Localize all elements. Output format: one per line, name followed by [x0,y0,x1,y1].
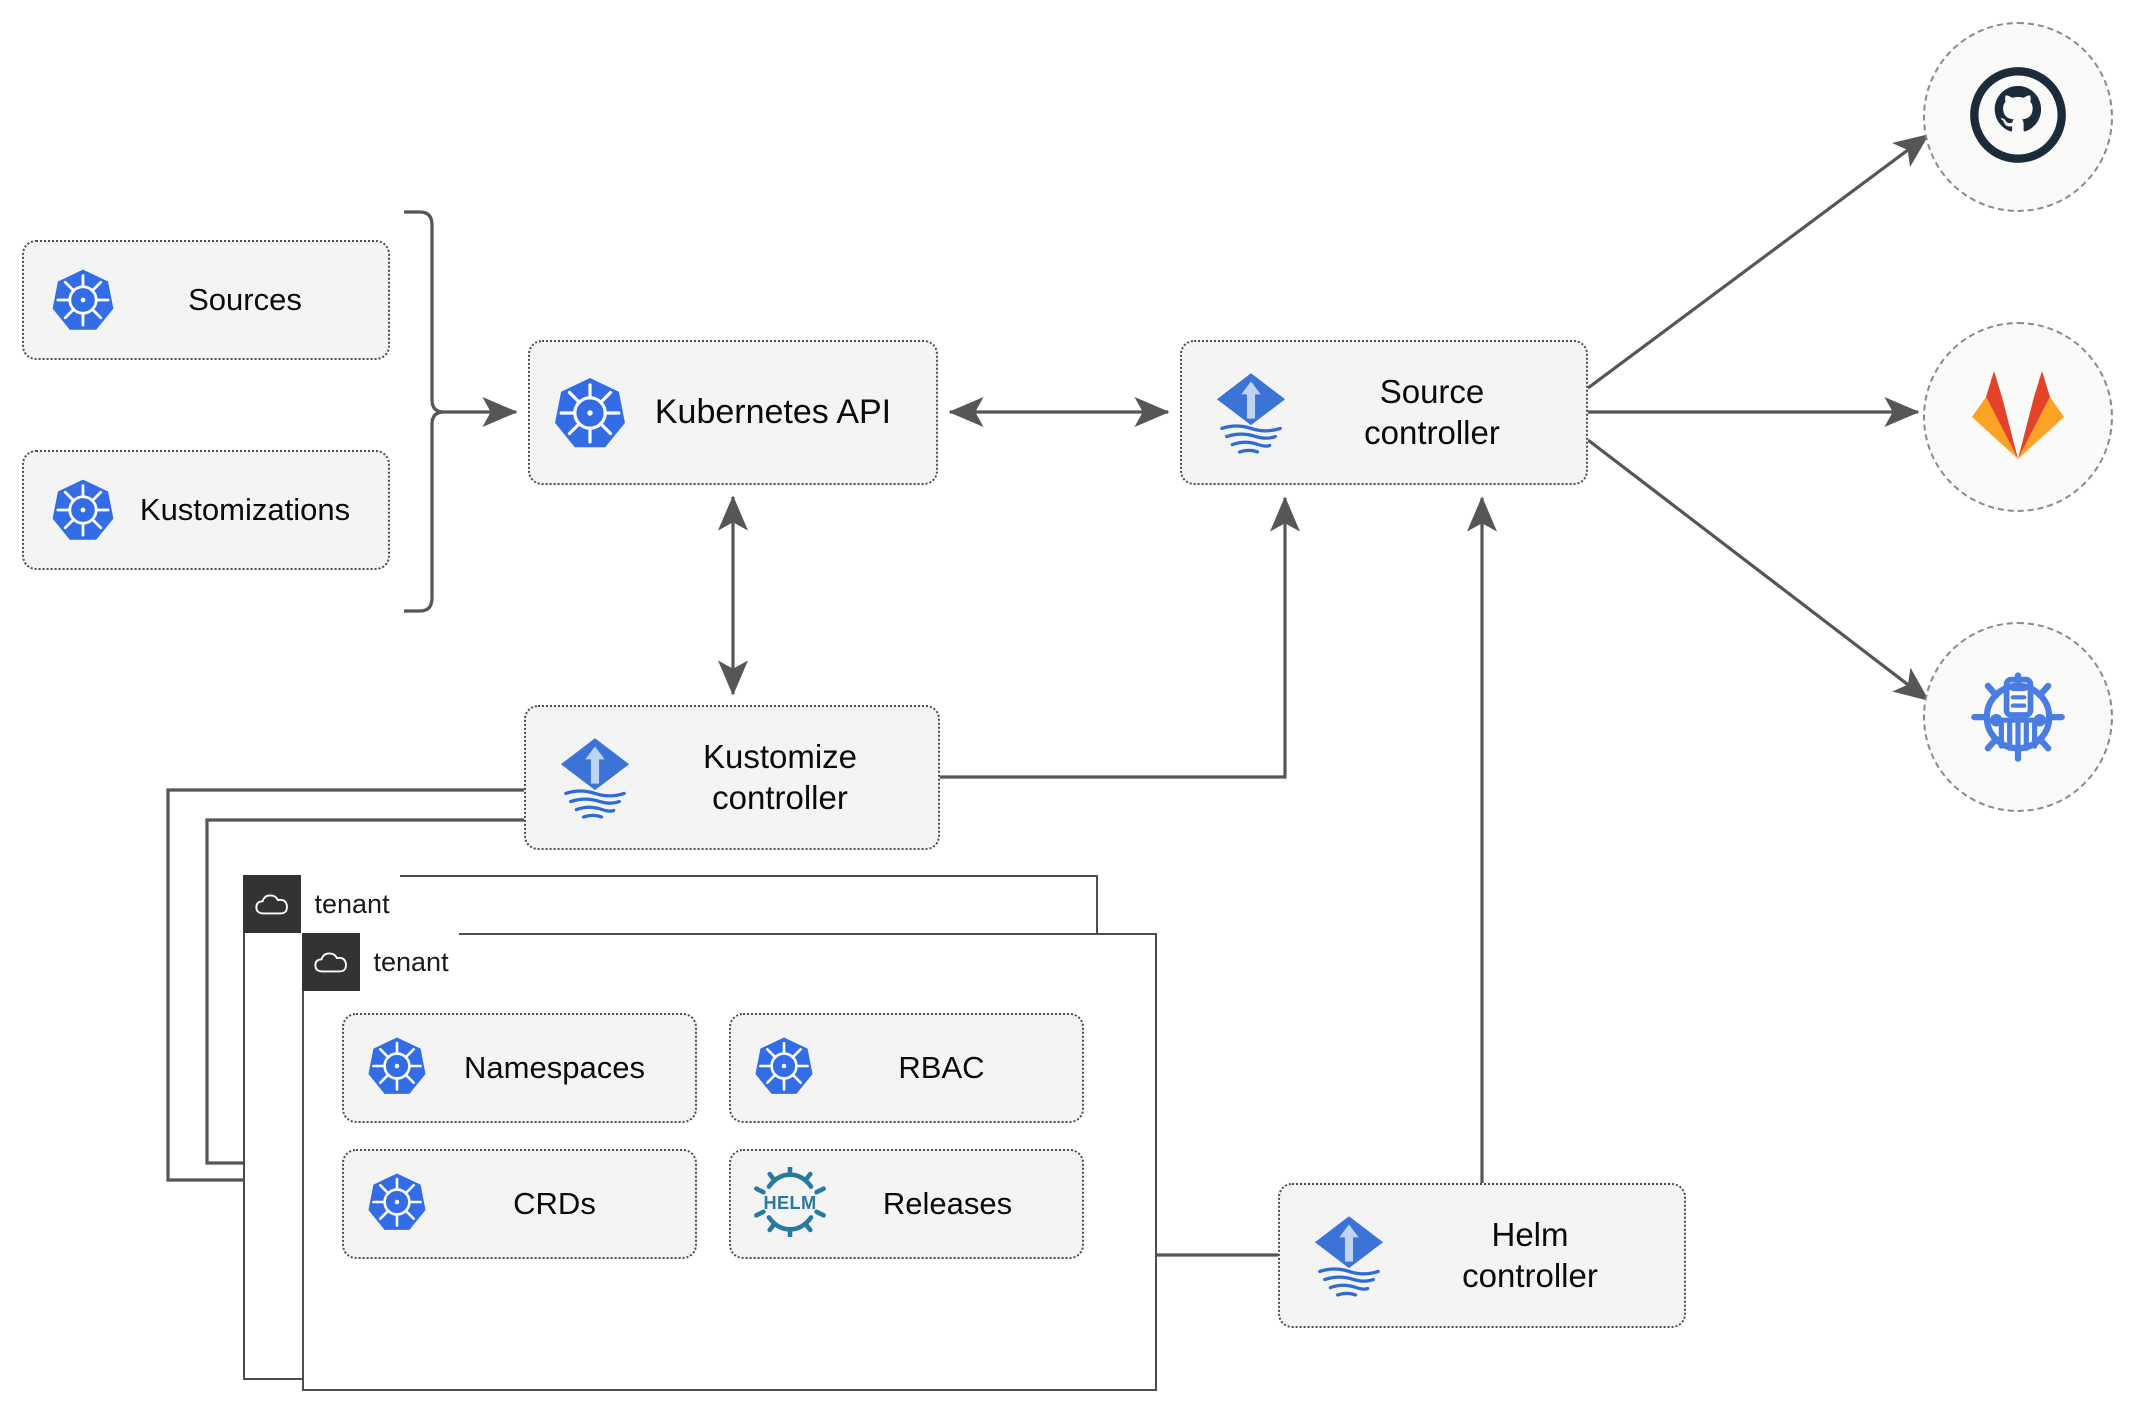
tenant-header: tenant [301,932,459,991]
wire-srcctl-github [1587,133,1930,390]
kubernetes-icon [50,477,116,543]
resource-label: CRDs [513,1186,596,1221]
tenant-label: tenant [300,874,400,933]
kubernetes-icon [366,1171,428,1238]
node-label: Kustomize controller [702,738,858,816]
resource-tile-releases[interactable]: HELM Releases [729,1149,1084,1259]
node-kustomize-controller[interactable]: Kustomize controller [524,705,940,850]
external-github[interactable] [1923,22,2113,212]
cloud-icon [301,932,360,991]
resource-label: Releases [882,1186,1013,1221]
kubernetes-icon [366,1035,428,1102]
flux-icon [554,735,636,821]
tenant-resource-grid: Namespaces [342,1013,1084,1259]
flux-icon [1210,370,1292,456]
kubernetes-icon [753,1035,815,1102]
kubernetes-icon [552,375,628,451]
node-label: Source controller [1364,373,1500,451]
node-label: Kustomizations [139,492,351,528]
wire-srcctl-harbor [1587,438,1930,702]
node-label: Kubernetes API [654,392,892,431]
helm-icon: HELM [753,1164,827,1242]
kubernetes-icon [50,267,116,333]
flux-icon [1308,1213,1390,1299]
resource-label: Namespaces [464,1050,645,1085]
svg-text:HELM: HELM [764,1193,817,1213]
github-icon [1966,63,2070,172]
node-kubernetes-api[interactable]: Kubernetes API [528,340,938,485]
node-helm-controller[interactable]: Helm controller [1278,1183,1686,1328]
tenant-frame-front[interactable]: tenant [301,932,1157,1391]
harbor-icon [1966,663,2070,772]
wire-bracket [404,210,445,613]
resource-label: RBAC [898,1050,985,1085]
node-kustomizations[interactable]: Kustomizations [22,450,390,570]
tenant-label: tenant [359,932,459,991]
external-harbor[interactable] [1923,622,2113,812]
tenant-header: tenant [242,874,400,933]
node-label: Sources [188,282,302,318]
resource-tile-rbac[interactable]: RBAC [729,1013,1084,1123]
external-gitlab[interactable] [1923,322,2113,512]
resource-tile-namespaces[interactable]: Namespaces [342,1013,697,1123]
cloud-icon [242,874,301,933]
node-label: Helm controller [1462,1216,1598,1294]
node-sources[interactable]: Sources [22,240,390,360]
wire-kctl-srcctl [940,496,1301,779]
node-source-controller[interactable]: Source controller [1180,340,1588,485]
resource-tile-crds[interactable]: CRDs [342,1149,697,1259]
gitlab-icon [1968,367,2068,468]
